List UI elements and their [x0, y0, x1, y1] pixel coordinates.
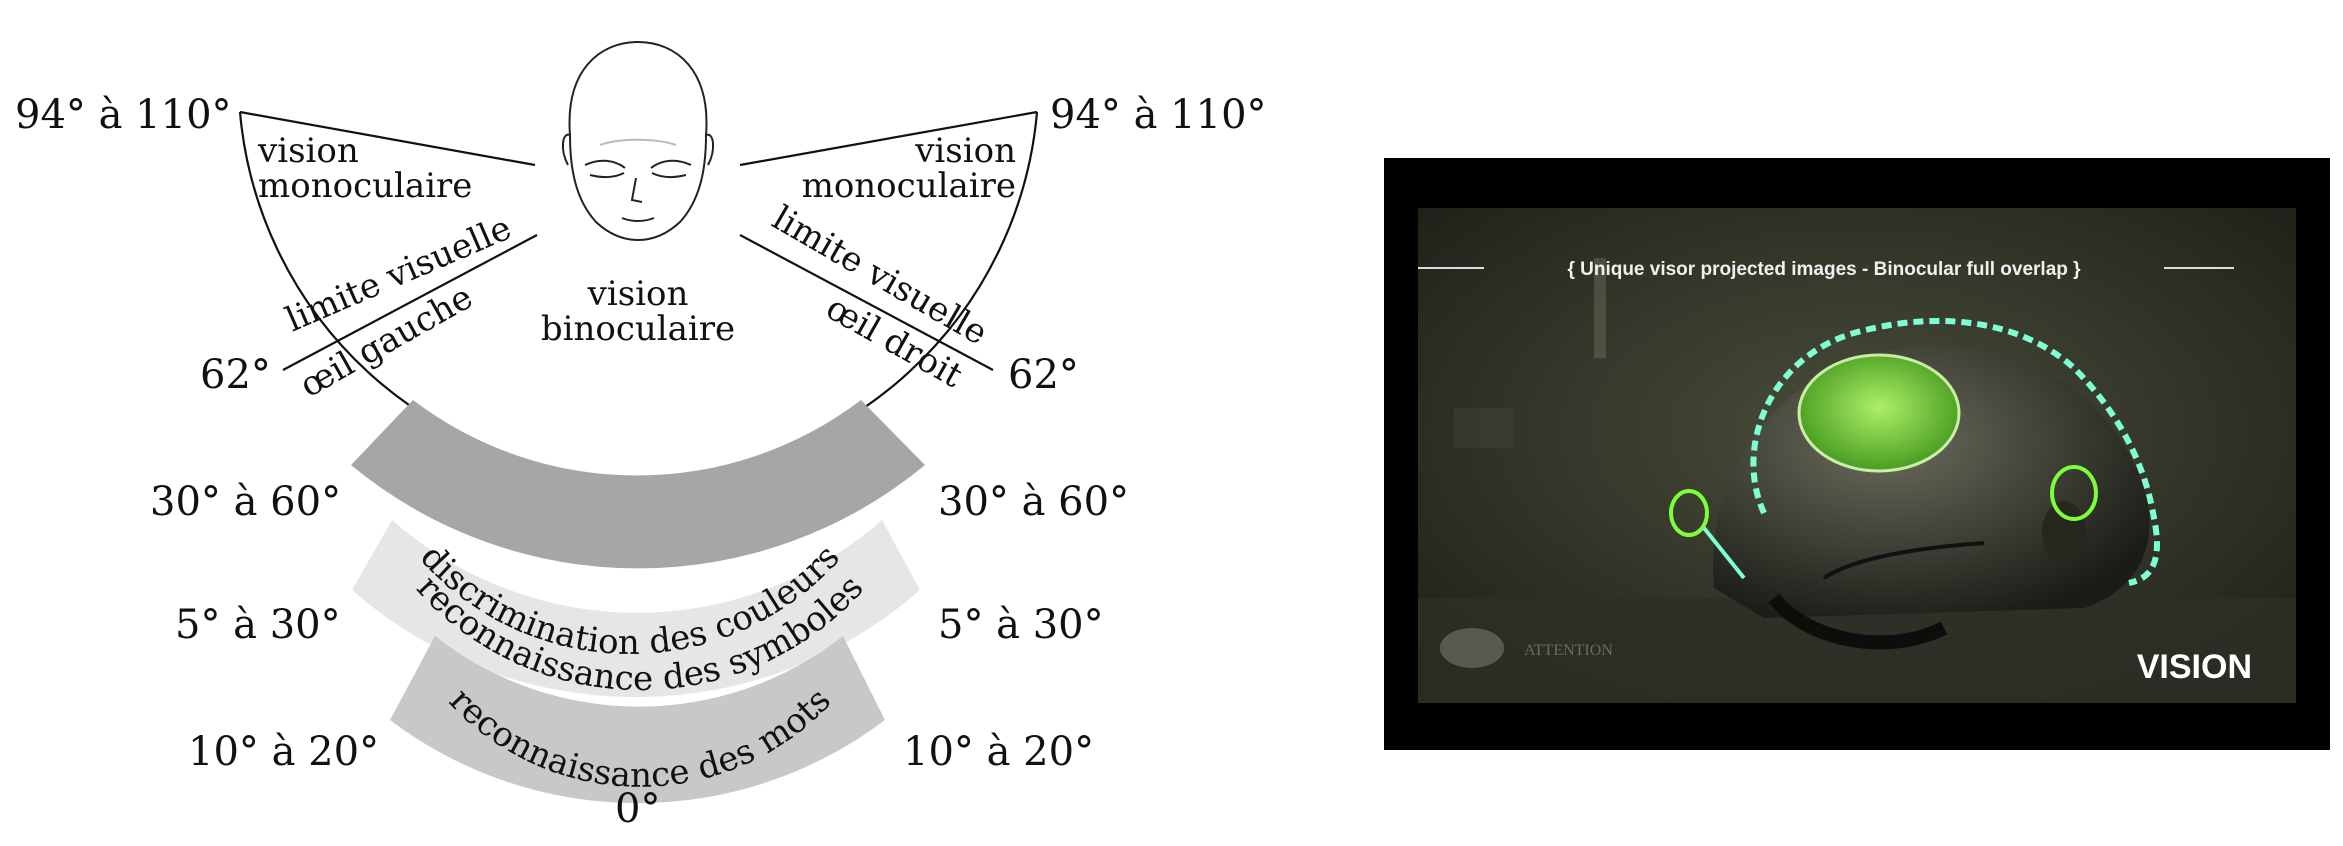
- helmet-photo: { Unique visor projected images - Binocu…: [1384, 158, 2330, 750]
- angle-top-left: 94° à 110°: [15, 92, 232, 138]
- photo-watermark: VISION: [2137, 648, 2252, 686]
- limit-line-right: [739, 234, 994, 371]
- monocular-right-line2: monoculaire: [802, 166, 1016, 206]
- angle-color-left: 30° à 60°: [150, 479, 341, 525]
- angle-symbol-right: 5° à 30°: [938, 602, 1104, 648]
- sensor-right: [2050, 465, 2098, 521]
- symbol-band: [352, 520, 920, 698]
- visor-projection: [1797, 353, 1961, 473]
- visual-field-diagram: 94° à 110° 94° à 110° 62° 62° 30° à 60° …: [15, 40, 1267, 832]
- angle-color-right: 30° à 60°: [938, 479, 1129, 525]
- photo-logo-icon: [1440, 628, 1504, 668]
- angle-center: 0°: [615, 786, 660, 832]
- monocular-boundary-left: [239, 110, 536, 167]
- angle-mid-right: 62°: [1008, 352, 1079, 398]
- photo-caption: { Unique visor projected images - Binocu…: [1567, 259, 2081, 280]
- head-icon: [562, 40, 714, 242]
- angle-symbol-left: 5° à 30°: [175, 602, 341, 648]
- monocular-boundary-right: [739, 110, 1038, 167]
- word-band: [390, 636, 885, 804]
- angle-mid-left: 62°: [200, 352, 271, 398]
- binocular-line1: vision: [587, 274, 689, 314]
- binocular-line2: binoculaire: [541, 309, 735, 349]
- angle-word-left: 10° à 20°: [188, 729, 379, 775]
- photo-logo-text: ATTENTION: [1524, 642, 1613, 659]
- limit-line-left: [282, 234, 538, 371]
- monocular-right-line1: vision: [914, 131, 1016, 171]
- monocular-left-line2: monoculaire: [258, 166, 472, 206]
- angle-top-right: 94° à 110°: [1050, 92, 1267, 138]
- color-band: [351, 400, 925, 569]
- monocular-left-line1: vision: [257, 131, 359, 171]
- sensor-left: [1669, 489, 1709, 537]
- angle-word-right: 10° à 20°: [903, 729, 1094, 775]
